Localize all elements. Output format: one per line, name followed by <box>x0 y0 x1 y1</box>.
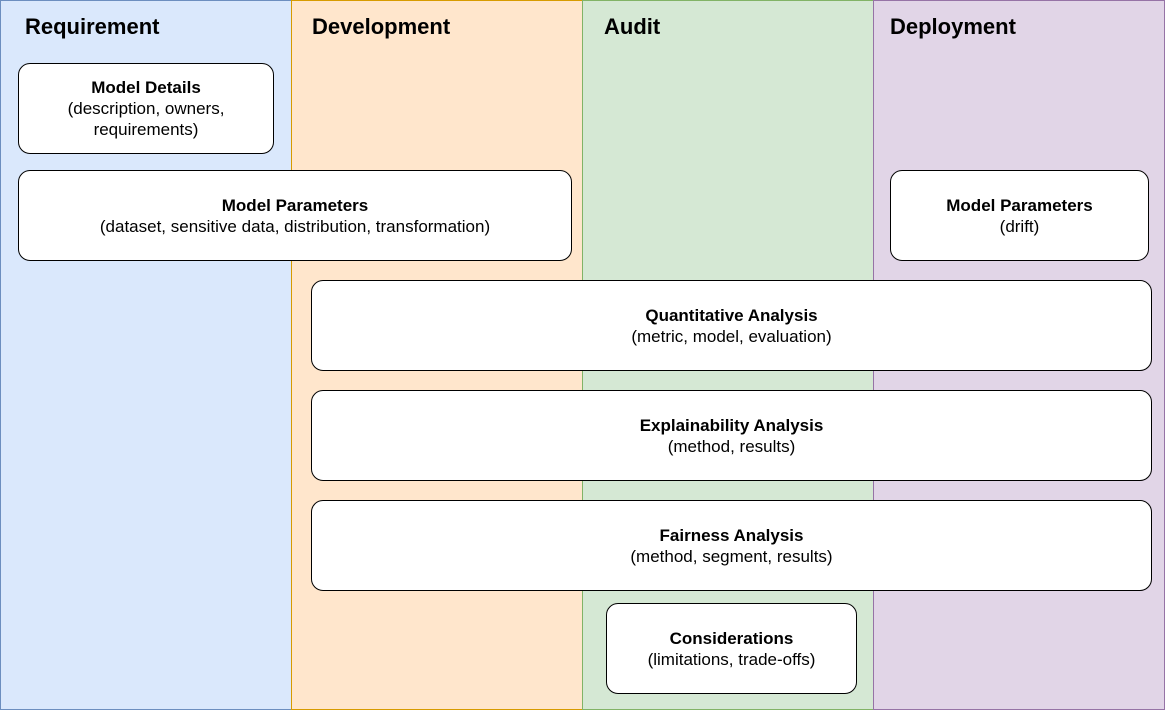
explainability-analysis-box: Explainability Analysis (method, results… <box>311 390 1152 481</box>
model-parameters-deployment-subtitle: (drift) <box>999 216 1040 236</box>
model-details-subtitle: (description, owners, requirements) <box>67 99 225 139</box>
model-details-box: Model Details (description, owners, requ… <box>18 63 274 154</box>
explainability-analysis-title: Explainability Analysis <box>639 415 824 435</box>
considerations-subtitle: (limitations, trade-offs) <box>647 649 816 669</box>
quantitative-analysis-box: Quantitative Analysis (metric, model, ev… <box>311 280 1152 371</box>
quantitative-analysis-subtitle: (metric, model, evaluation) <box>631 326 832 346</box>
explainability-analysis-subtitle: (method, results) <box>667 436 796 456</box>
model-parameters-deployment-title: Model Parameters <box>946 195 1093 215</box>
model-parameters-requirement-subtitle: (dataset, sensitive data, distribution, … <box>99 216 491 236</box>
considerations-title: Considerations <box>669 628 794 648</box>
lane-title-requirement: Requirement <box>25 14 160 39</box>
lane-title-development: Development <box>312 14 451 39</box>
fairness-analysis-title: Fairness Analysis <box>659 525 804 545</box>
quantitative-analysis-title: Quantitative Analysis <box>645 305 818 325</box>
lane-title-audit: Audit <box>604 14 661 39</box>
model-parameters-requirement-box: Model Parameters (dataset, sensitive dat… <box>18 170 572 261</box>
model-parameters-requirement-title: Model Parameters <box>221 195 369 215</box>
model-details-title: Model Details <box>91 78 201 97</box>
considerations-box: Considerations (limitations, trade-offs) <box>606 603 857 694</box>
fairness-analysis-subtitle: (method, segment, results) <box>630 546 833 566</box>
lane-title-deployment: Deployment <box>890 14 1016 39</box>
model-parameters-deployment-box: Model Parameters (drift) <box>890 170 1149 261</box>
fairness-analysis-box: Fairness Analysis (method, segment, resu… <box>311 500 1152 591</box>
